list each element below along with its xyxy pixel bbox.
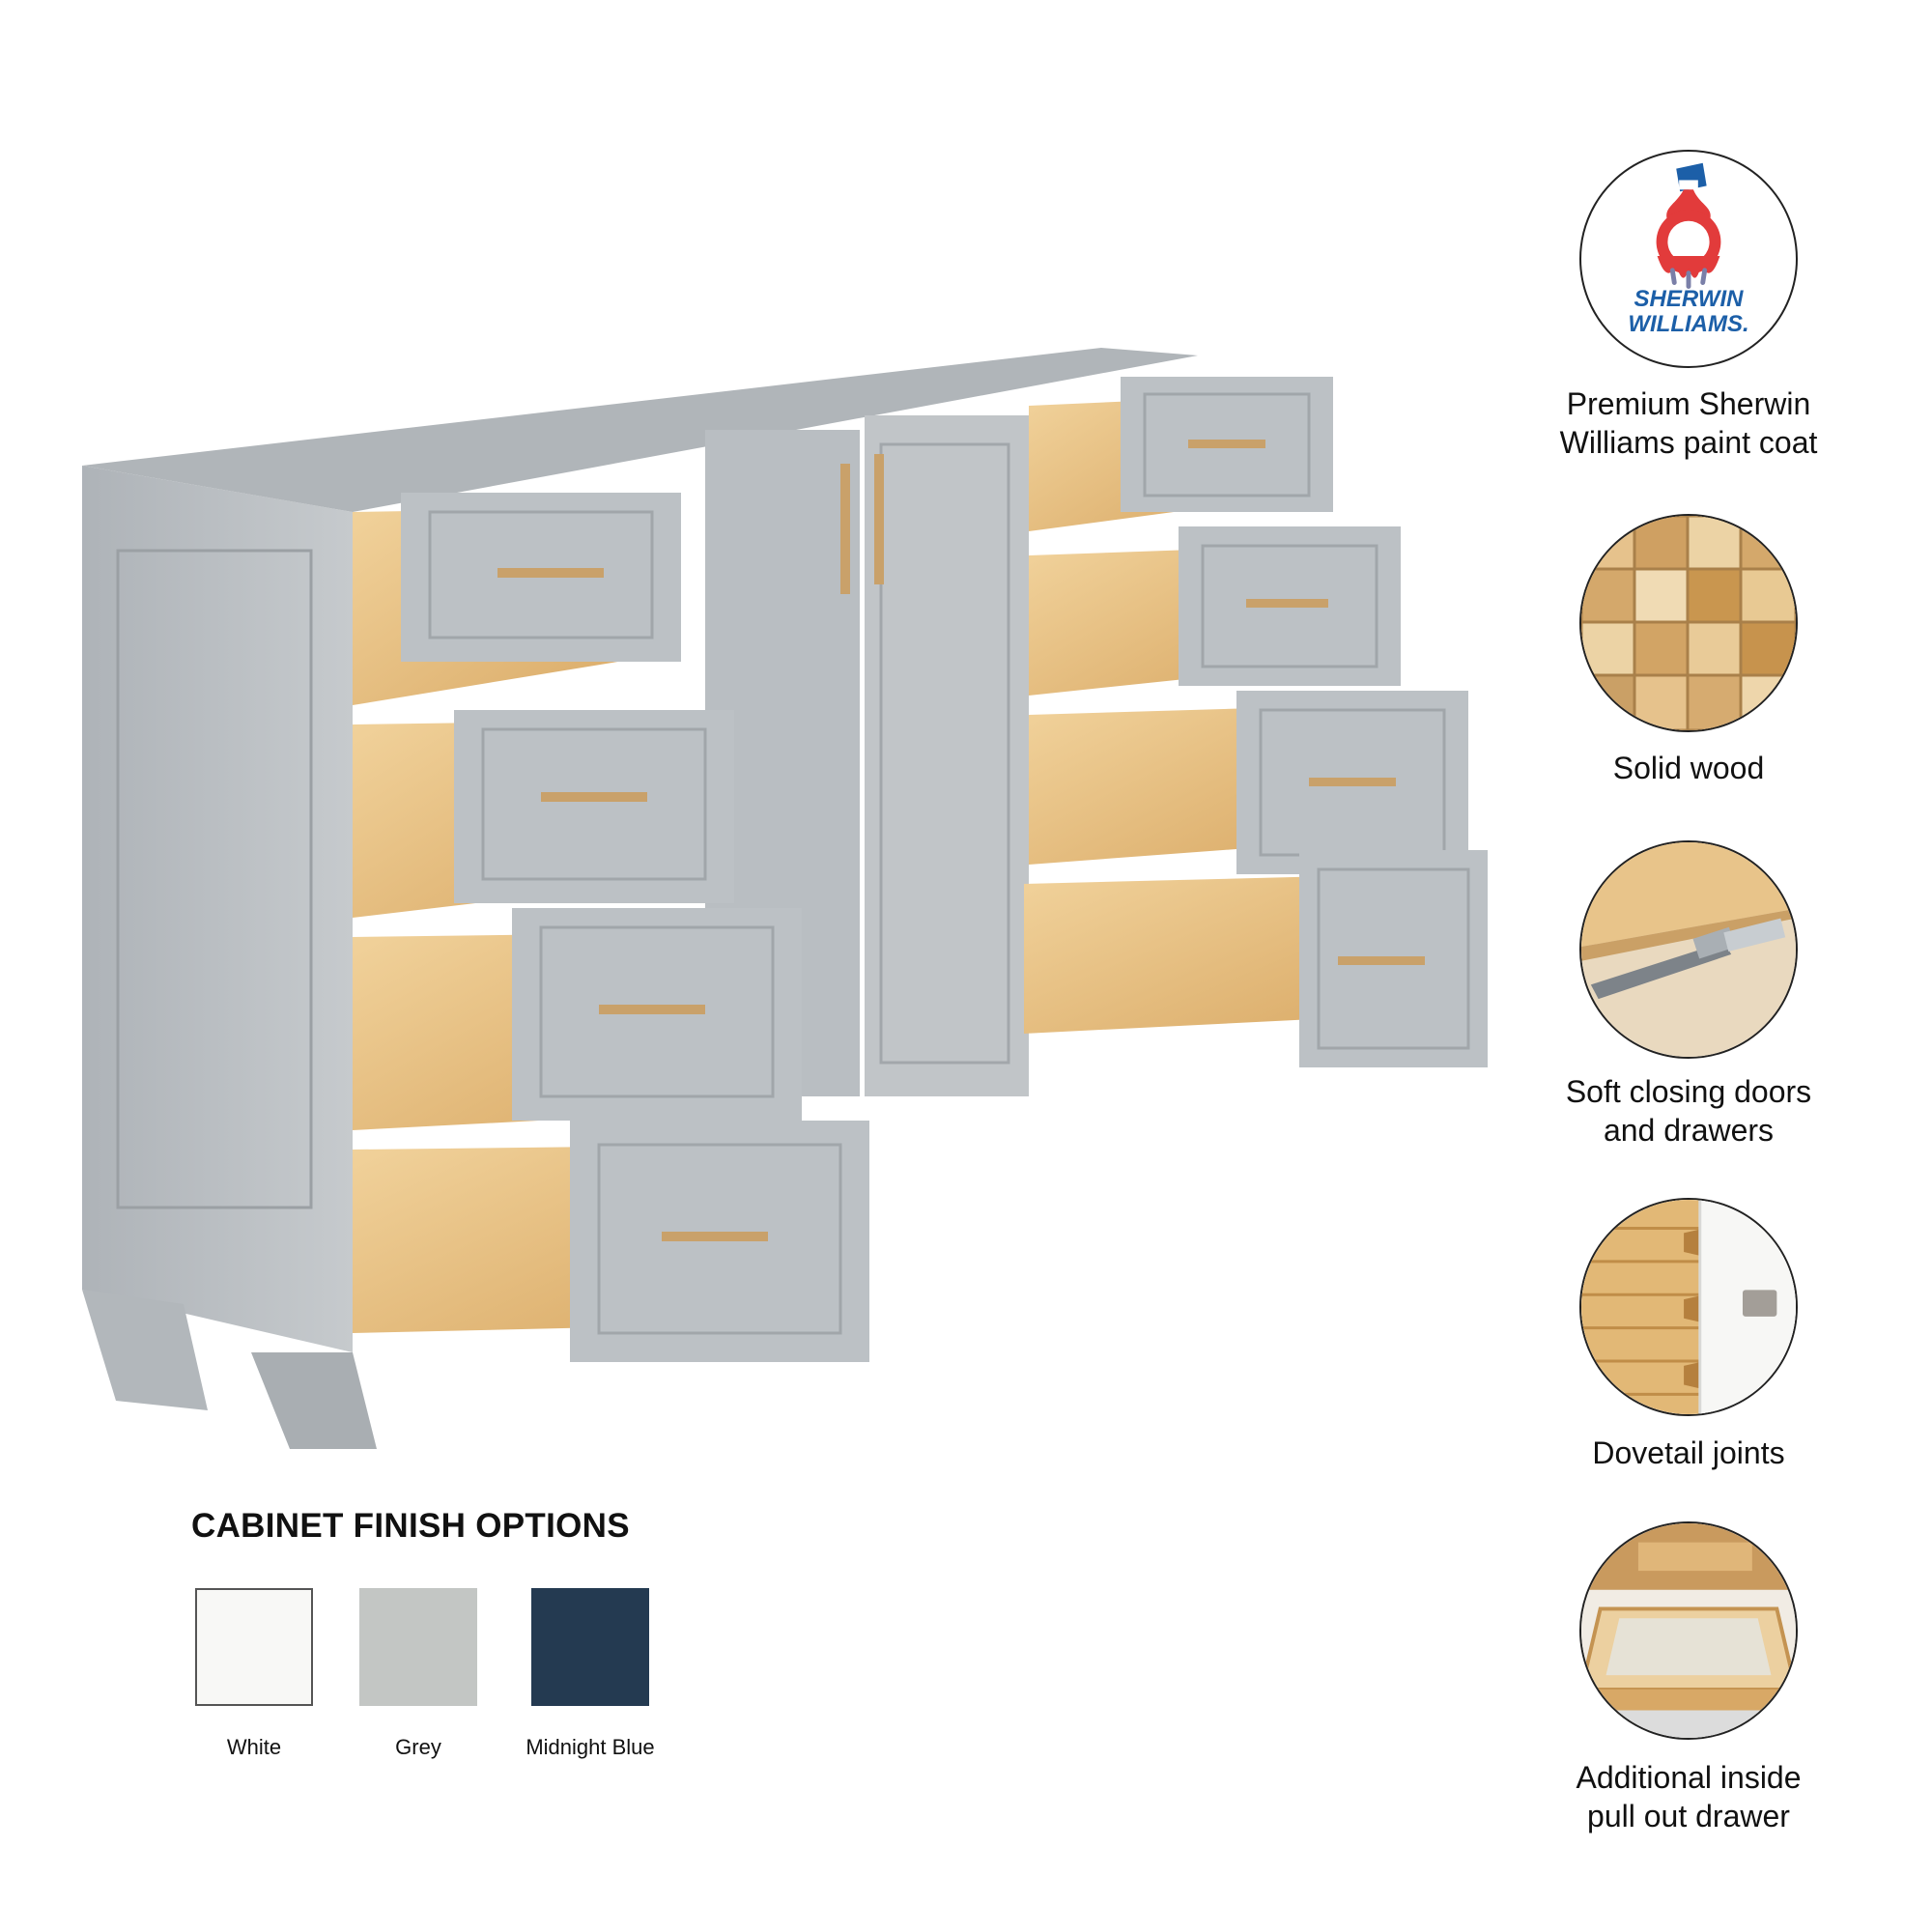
feature-label-dovetail: Dovetail joints (1592, 1435, 1785, 1470)
swatch-white[interactable] (195, 1588, 313, 1706)
cabinet-leg-front-left (82, 1290, 208, 1410)
right-drawer-4 (1024, 850, 1488, 1067)
door-handle-right (874, 454, 884, 584)
feature-label-pull-out-drawer: Additional inside pull out drawer (1576, 1760, 1802, 1833)
left-drawer-4 (353, 1121, 869, 1362)
door-handle-left (840, 464, 850, 594)
finish-options-title: CABINET FINISH OPTIONS (191, 1507, 630, 1545)
right-drawer-3 (1029, 691, 1468, 874)
cabinet-side-panel (82, 466, 353, 1352)
left-drawer-3 (353, 908, 802, 1130)
wood-blocks-icon (1579, 514, 1798, 732)
left-drawer-1 (353, 493, 681, 705)
feature-label-soft-closing: Soft closing doors and drawers (1565, 1074, 1812, 1148)
sherwin-williams-logo-icon: SHERWIN WILLIAMS. (1579, 150, 1798, 368)
swatch-grey[interactable] (359, 1588, 477, 1706)
left-drawer-2 (353, 710, 734, 918)
feature-label-paint: Premium Sherwin Williams paint coat (1559, 386, 1818, 460)
swatch-label-midnight-blue: Midnight Blue (526, 1735, 655, 1759)
cabinet-top-rail (82, 348, 1198, 512)
dovetail-joint-icon (1579, 1198, 1798, 1416)
cabinet-drawing (82, 348, 1488, 1449)
sherwin-williams-wordmark: SHERWIN WILLIAMS. (1628, 286, 1749, 337)
feature-label-solid-wood: Solid wood (1612, 751, 1765, 785)
swatch-label-grey: Grey (395, 1735, 441, 1759)
right-drawer-2 (1029, 526, 1401, 696)
drawer-slide-icon (1579, 840, 1798, 1059)
swatch-label-white: White (226, 1735, 282, 1759)
cabinet-door-right (865, 415, 1029, 1096)
side-panel-inset (116, 549, 313, 1209)
cabinet-leg-front-right (251, 1352, 377, 1449)
right-drawer-1 (1029, 377, 1333, 531)
swatch-midnight-blue[interactable] (531, 1588, 649, 1706)
pull-out-drawer-icon (1579, 1521, 1798, 1740)
cabinet-illustration (58, 338, 1488, 1497)
